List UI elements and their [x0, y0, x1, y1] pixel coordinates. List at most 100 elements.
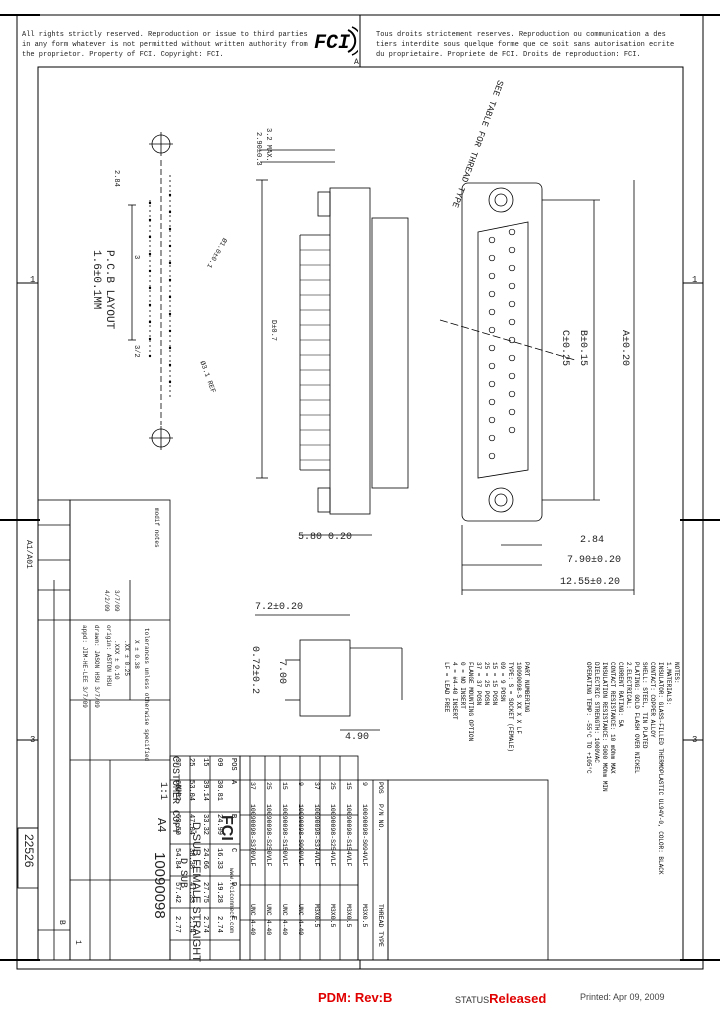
part-numbering-block: PART NUMBERING 10090098-S XX X X LF TYPE… — [442, 662, 530, 962]
note-line: INSULATION RESISTANCE: 5000 MOhm MIN — [601, 662, 608, 792]
dim-front-1255: 12.55±0.20 — [560, 577, 621, 588]
tolerance-xxx: .XXX ± 0.10 — [113, 640, 120, 680]
note-line: NOTES: — [673, 662, 680, 684]
dim-mount-height: 7.00 — [276, 660, 287, 685]
spec-table: POS P/N NO. THREAD TYPE 9 10090098-S094V… — [244, 782, 388, 960]
copyright-notice-en: All rights strictly reserved. Reproducti… — [22, 31, 308, 59]
note-line: OPERATING TEMP: -55°C TO +105°C — [585, 662, 592, 774]
note-line: 2.ELECTRICAL: — [625, 662, 632, 709]
part-numbering-title: PART NUMBERING — [523, 662, 530, 713]
shell-size-item: 15 = 15 POSN — [491, 662, 498, 706]
dim-mount-offset: 0.72±0.2 — [249, 646, 260, 695]
pcb-holes — [148, 193, 172, 384]
right-zone-1: 1 — [692, 275, 698, 285]
title-block-logo: FCI — [218, 815, 235, 841]
rev-history-row: 3/7/09 — [113, 590, 120, 612]
table-row: 37 10090098-S370VLF UNC 4-40 — [249, 782, 256, 936]
pcb-thickness-label: 1.6±0.1MM — [90, 250, 102, 310]
shell-size-item: 09 = 9 POSN — [499, 662, 506, 702]
mounting-detail-view — [255, 614, 403, 731]
dim-b: B±0.15 — [577, 330, 588, 367]
approved-field: appd: JIM-HE-LEE 3/7/09 — [81, 625, 88, 708]
status-value: Released — [489, 991, 547, 1006]
product-family: D SUB — [177, 858, 188, 889]
shell-size-item: 25 = 25 POSN — [483, 662, 490, 706]
front-view-contacts — [488, 228, 516, 460]
right-zone-3: 3 — [692, 735, 698, 745]
spec-table-header: POS P/N NO. THREAD TYPE — [377, 782, 384, 947]
left-zone-3: 3 — [30, 735, 36, 745]
side-view-pins — [300, 249, 330, 461]
title-block-frame — [17, 499, 549, 961]
status-field: STATUSReleased — [455, 990, 546, 1008]
revision: B — [57, 920, 66, 925]
note-line: 1.MATERIALS: — [665, 662, 672, 706]
fci-logo: FCI — [314, 26, 358, 56]
note-line: CONTACT RESISTANCE: 10 mOhm MAX — [609, 662, 616, 774]
left-zone-1: 1 — [30, 275, 36, 285]
option-item: 0 = NO INSERT — [459, 662, 466, 709]
cage-code: 22526 — [22, 834, 36, 868]
table-row: 25 10090098-S254VLF M3X0.5 — [329, 782, 336, 928]
drawing-title: D-SUB FEMALE STRAIGHT — [190, 822, 202, 962]
table-row: 15 10090098-S154VLF M3X0.5 — [345, 782, 352, 928]
side-view — [256, 149, 409, 536]
table-row: 15 10090098-S150VLF UNC 4-40 — [281, 782, 288, 936]
origin-field: origin: ASTON HSU — [105, 625, 112, 687]
dim-c: C±0.25 — [559, 330, 570, 367]
dim-max-height: 3.2 MAX. — [264, 128, 272, 162]
option-item: 4 = #4-40 INSERT — [451, 662, 458, 720]
sheet-size: A4 — [154, 818, 168, 833]
front-view — [439, 180, 635, 595]
pcb-layout-label: P.C.B LAYOUT — [103, 250, 115, 330]
dim-length-d: D±0.7 — [269, 320, 277, 342]
dim-front-790: 7.90±0.20 — [567, 555, 622, 566]
modif-notes-label: modif notes — [153, 508, 160, 548]
copyright-notice-fr: Tous droits strictement reserves. Reprod… — [376, 31, 675, 59]
note-line: PLATING: GOLD FLASH OVER NICKEL — [633, 662, 640, 774]
shell-size-item: 37 = 37 POSN — [475, 662, 482, 706]
notes-block: NOTES: 1.MATERIALS: INSULATOR: GLASS-FIL… — [584, 662, 680, 962]
side-mark: A1/A01 — [24, 540, 33, 569]
sheet-number: 1 — [73, 940, 82, 945]
printed-date: Printed: Apr 09, 2009 — [580, 992, 665, 1002]
dim-mount-len: 7.2±0.20 — [255, 602, 304, 613]
customer-copy-label: CUSTOMER COPY — [169, 756, 180, 835]
table-row: 09 30.81 24.99 16.33 19.28 2.74 — [215, 758, 223, 933]
dim-board-width: 5.80 0.20 — [298, 532, 353, 543]
pcb-layout-view — [128, 132, 173, 450]
dim-pitch-half: 3/2 — [132, 345, 140, 358]
note-line: CONTACT: COPPER ALLOY — [649, 662, 656, 738]
dim-a: A±0.20 — [619, 330, 630, 367]
drawing-number: 10090098 — [151, 852, 168, 919]
tolerance-note: tolerances unless otherwise specified — [143, 628, 150, 762]
svg-text:FCI: FCI — [314, 32, 351, 55]
part-numbering-pattern: 10090098-S XX X X LF — [515, 662, 522, 735]
table-row: 9 10090098-S094VLF M3X0.5 — [361, 782, 368, 928]
status-label: STATUS — [455, 995, 490, 1005]
table-row: 25 10090098-S250VLF UNC 4-40 — [265, 782, 272, 936]
dim-front-284: 2.84 — [580, 535, 605, 546]
option-item: FLANGE MOUNTING OPTION — [467, 662, 474, 742]
note-line: CURRENT RATING: 5A — [617, 662, 624, 727]
drawing-scale: 1:1 — [157, 782, 168, 801]
table-row: 9 10090098-S090VLF UNC 4-40 — [297, 782, 304, 936]
table-row: 37 10090098-S374VLF M3X0.5 — [313, 782, 320, 928]
pdm-revision: PDM: Rev:B — [318, 990, 393, 1005]
note-line: DIELECTRIC STRENGTH: 1000VAC — [593, 662, 600, 763]
dim-pitch-row: 2.84 — [112, 170, 120, 187]
pdm-footer: PDM: Rev:B STATUSReleased Printed: Apr 0… — [0, 986, 720, 1008]
top-zone-a: A — [354, 58, 359, 67]
part-numbering-type: TYPE: S = SOCKET (FEMALE) — [507, 662, 514, 753]
rev-history-row: 4/2/09 — [103, 590, 110, 612]
dim-mount-height-2: 4.90 — [345, 732, 370, 743]
tolerance-x: X ± 0.38 — [133, 640, 140, 669]
dim-depth: 2.90±0.3 — [254, 132, 262, 166]
tolerance-xx: .XX ± 0.25 — [123, 640, 130, 677]
note-line: INSULATOR: GLASS-FILLED THERMOPLASTIC UL… — [657, 662, 664, 875]
dim-pitch-3: 3 — [132, 255, 140, 260]
company-website: www.fciconnect.com — [228, 868, 235, 933]
note-line: SHELL: STEEL, TIN PLATED — [641, 662, 648, 749]
